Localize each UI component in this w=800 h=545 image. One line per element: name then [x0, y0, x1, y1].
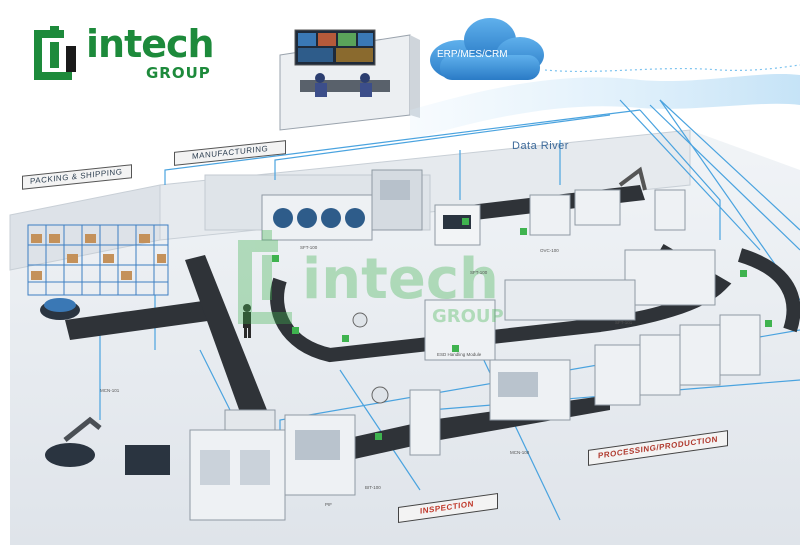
inspection-machines [125, 409, 356, 521]
logo-mark-icon [34, 26, 76, 80]
data-river-dots [544, 64, 800, 73]
machine-label: SFT-101 [615, 320, 633, 325]
data-river-band [410, 73, 800, 140]
worker [243, 304, 251, 338]
cloud-label: ERP/MES/CRM [437, 49, 508, 60]
data-river-label: Data River [512, 140, 569, 152]
machine-label: MCN-101 [100, 388, 120, 393]
machine-label: OVC-100 [540, 248, 559, 253]
data-wires [99, 99, 800, 521]
machine-label: PIF [325, 502, 333, 507]
machine-label: BIT-100 [365, 485, 381, 490]
machine-label: MCN-108 [510, 450, 530, 455]
machine-label: SFT-100 [470, 270, 488, 275]
logo-sub: GROUP [146, 64, 211, 82]
machine-label: SFT-100 [300, 245, 318, 250]
robots [40, 166, 647, 467]
watermark-logo: intech GROUP [238, 230, 504, 327]
company-logo: intech GROUP [28, 22, 228, 84]
warehouse-racks [27, 224, 169, 296]
processing-machines [409, 314, 761, 456]
control-room [279, 29, 420, 131]
manufacturing-machines [261, 169, 716, 361]
cloud-icon [430, 18, 544, 80]
status-markers [272, 218, 772, 440]
machine-label: ESD Handling Module [437, 352, 482, 357]
left-wall [9, 184, 161, 271]
watermark-sub: GROUP [432, 306, 504, 327]
watermark-word: intech [302, 247, 499, 312]
logo-word: intech [86, 22, 215, 66]
